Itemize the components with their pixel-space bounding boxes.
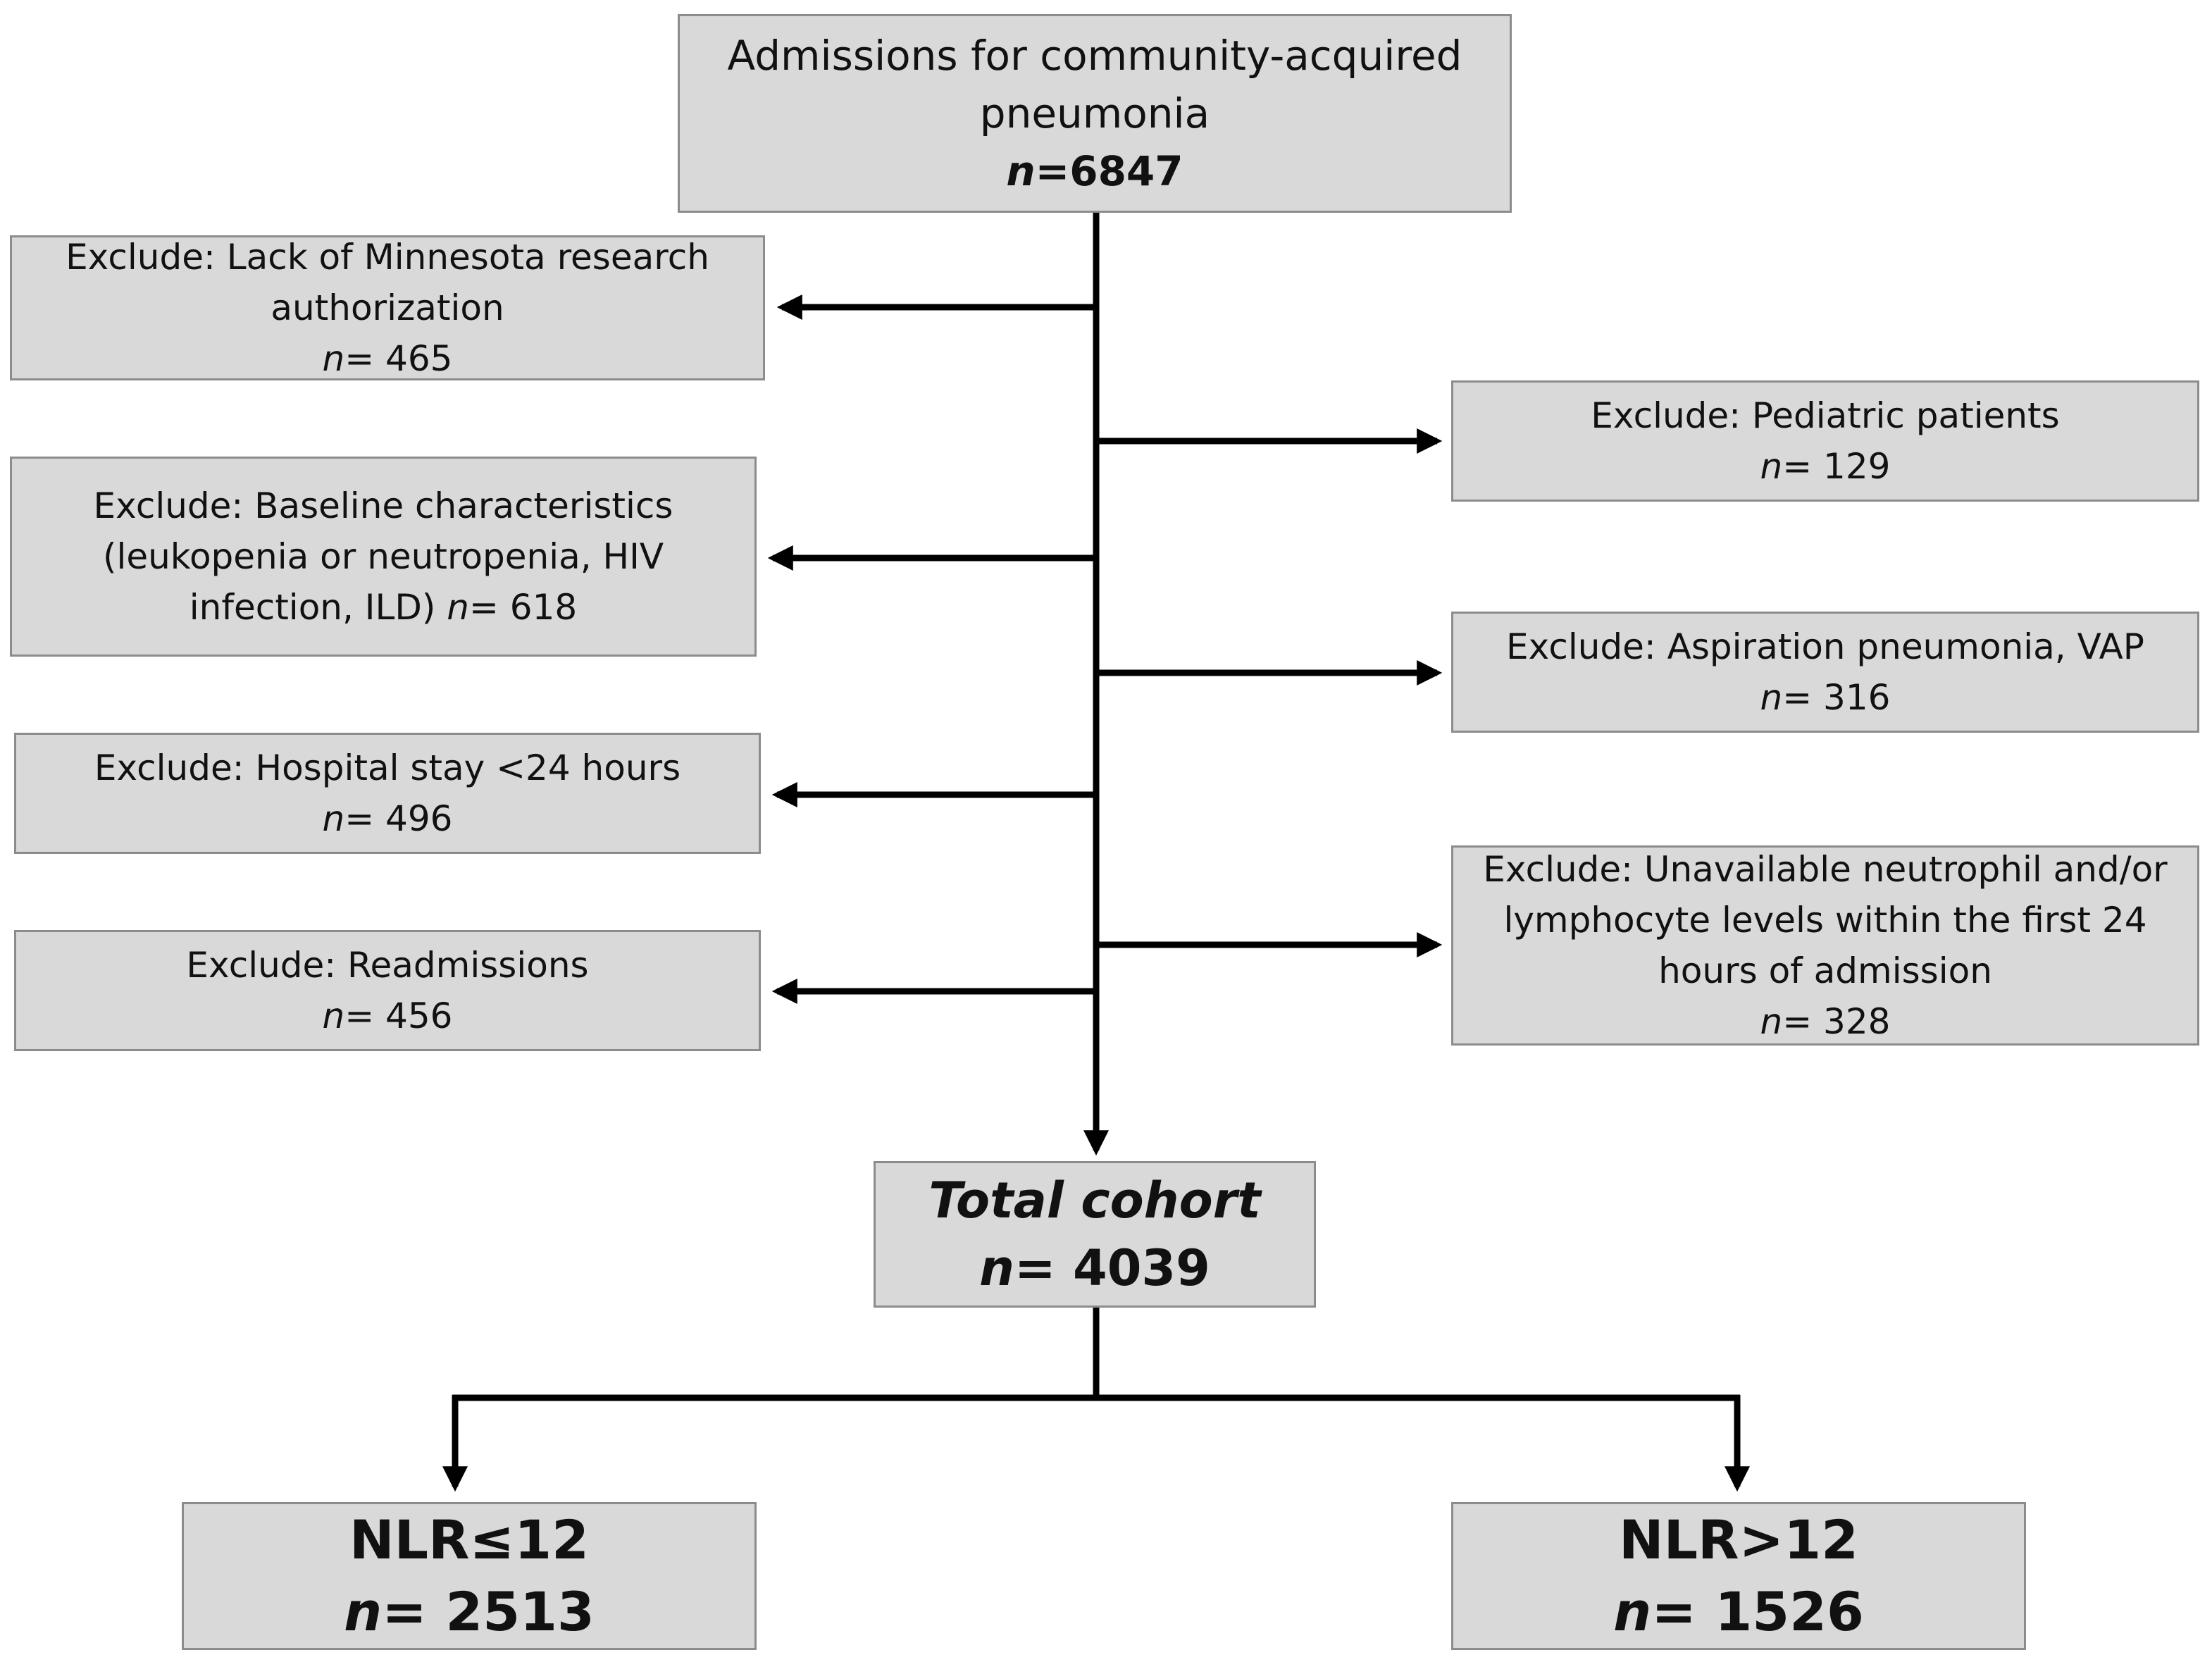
group-nlr-high-count: n= 1526 [1613,1580,1864,1643]
total-cohort-count: n= 4039 [979,1239,1210,1297]
exclude-authorization-box: Exclude: Lack of Minnesota research auth… [10,235,765,380]
total-cohort-box: Total cohort n= 4039 [874,1161,1316,1308]
exclude-short-stay-count: n= 496 [322,798,453,839]
exclude-pediatric-label: Exclude: Pediatric patients [1591,395,2060,436]
exclude-pediatric-count: n= 129 [1760,446,1891,487]
group-nlr-high-title: NLR>12 [1619,1508,1858,1571]
exclude-authorization-count: n= 465 [322,338,453,379]
exclude-labs-box: Exclude: Unavailable neutrophil and/or l… [1451,845,2199,1046]
group-nlr-high-box: NLR>12 n= 1526 [1451,1502,2026,1650]
exclude-baseline-label: Exclude: Baseline characteristics (leuko… [93,485,673,628]
group-nlr-low-box: NLR≤12 n= 2513 [182,1502,757,1650]
exclude-readmissions-count: n= 456 [322,996,453,1036]
admissions-title: Admissions for community-acquired pneumo… [727,32,1462,137]
exclude-authorization-label: Exclude: Lack of Minnesota research auth… [66,237,709,328]
exclude-readmissions-label: Exclude: Readmissions [186,945,589,986]
exclude-labs-label: Exclude: Unavailable neutrophil and/or l… [1483,849,2168,991]
exclude-aspiration-count: n= 316 [1760,677,1891,718]
exclude-aspiration-label: Exclude: Aspiration pneumonia, VAP [1506,626,2144,667]
exclude-short-stay-label: Exclude: Hospital stay <24 hours [94,748,681,788]
admissions-count: n=6847 [1006,147,1183,195]
exclude-labs-count: n= 328 [1760,1001,1891,1042]
exclude-short-stay-box: Exclude: Hospital stay <24 hours n= 496 [14,733,761,854]
total-cohort-title: Total cohort [928,1172,1261,1229]
exclude-aspiration-box: Exclude: Aspiration pneumonia, VAP n= 31… [1451,612,2199,733]
exclude-baseline-box: Exclude: Baseline characteristics (leuko… [10,457,757,657]
exclude-readmissions-box: Exclude: Readmissions n= 456 [14,930,761,1051]
exclude-pediatric-box: Exclude: Pediatric patients n= 129 [1451,380,2199,502]
group-nlr-low-title: NLR≤12 [349,1508,589,1571]
group-nlr-low-count: n= 2513 [344,1580,595,1643]
admissions-box: Admissions for community-acquired pneumo… [678,14,1512,213]
